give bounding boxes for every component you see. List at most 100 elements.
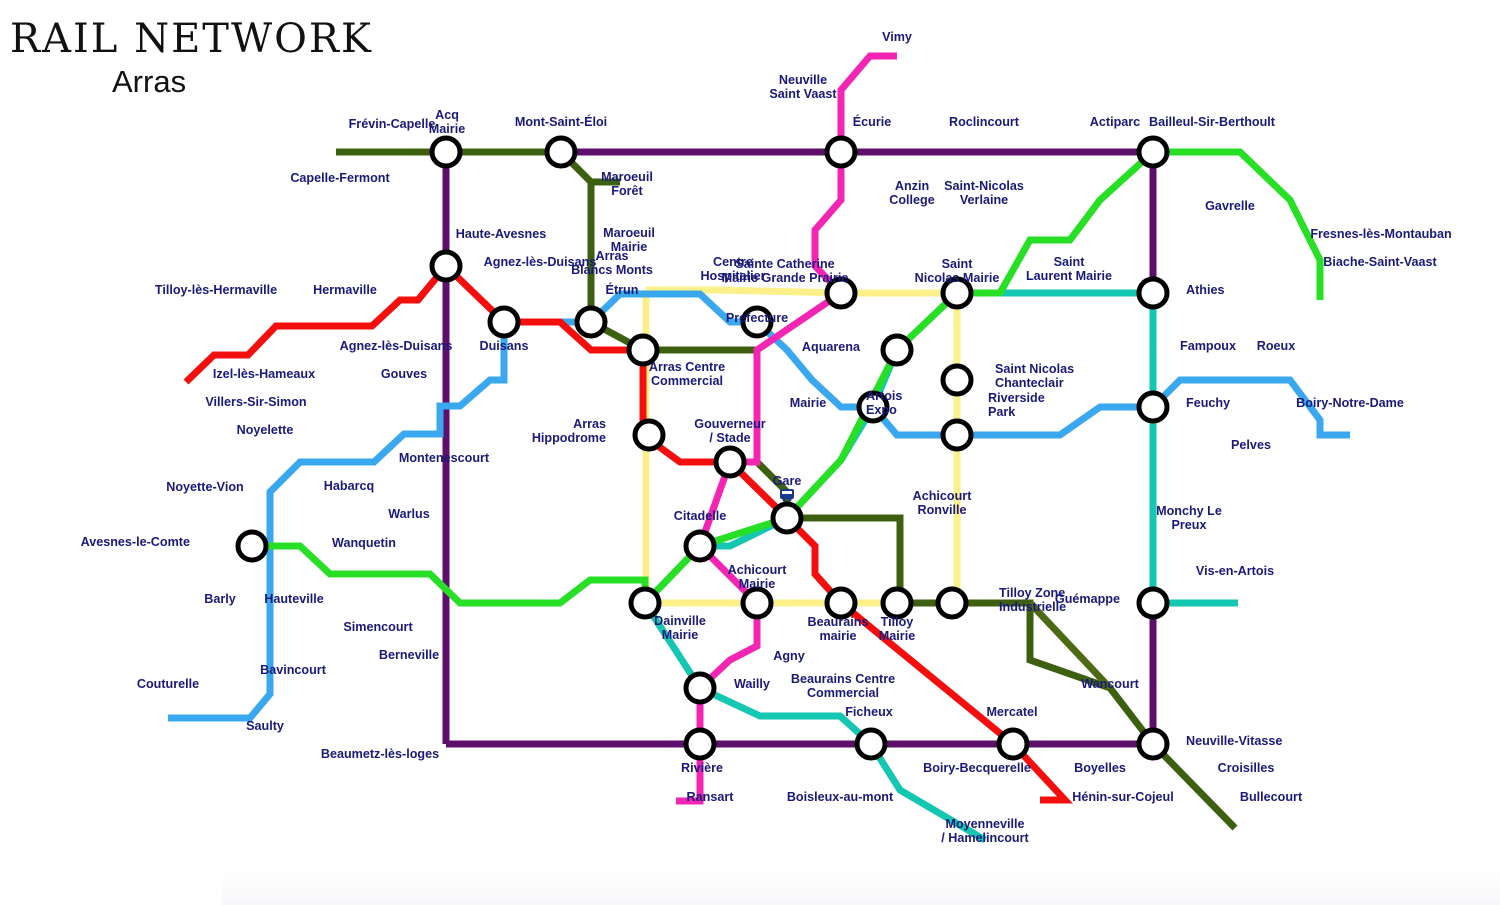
interchange-node[interactable]: Wailly (683, 671, 717, 705)
rail-line-darkgreen[interactable] (900, 599, 1156, 747)
station-label: Bavincourt (260, 663, 327, 677)
interchange-node[interactable]: Étrun Junction (574, 305, 608, 339)
station-label: Bullecourt (1240, 790, 1303, 804)
station-label: Simencourt (343, 620, 413, 634)
rail-line-darkgreen[interactable] (1150, 741, 1238, 831)
interchange-node[interactable]: Dainville Mairie (628, 586, 662, 620)
interchange-nodes-layer[interactable]: Acq Mairie Mont-Saint-Éloi Écurie Bailleul-… (235, 135, 1170, 761)
rail-line-red[interactable] (639, 350, 790, 521)
station-label: Tilloy-lès-Hermaville (155, 283, 277, 297)
rail-line-red[interactable] (784, 515, 1016, 747)
station-label: Wanquetin (332, 536, 396, 550)
interchange-node[interactable]: Boisleux-au-mont (854, 727, 888, 761)
station-label: Mairie (790, 396, 826, 410)
station-label: Fampoux (1180, 339, 1236, 353)
rail-line-skyblue[interactable] (504, 290, 757, 326)
station-label: Wailly (734, 677, 770, 691)
station-label: Villers-Sir-Simon (205, 395, 306, 409)
interchange-node[interactable]: Bailleul-Sir-Berthoult (1136, 135, 1170, 169)
station-label: Capelle-Fermont (290, 171, 390, 185)
station-label: Agnez-lès-Duisans (340, 339, 453, 353)
station-label: Saulty (246, 719, 284, 733)
rail-line-skyblue[interactable] (168, 546, 274, 722)
map-icons-layer (780, 489, 794, 502)
station-label: Écurie (853, 114, 892, 129)
station-label: Couturelle (137, 677, 199, 691)
station-label: Noyette-Vion (166, 480, 243, 494)
rail-line-brightgreen[interactable] (894, 149, 1156, 353)
rail-line-red[interactable] (443, 263, 643, 354)
interchange-node[interactable]: Arras Centre Commercial (626, 333, 660, 367)
station-label: Agny (773, 649, 804, 663)
station-label: Pelves (1231, 438, 1271, 452)
station-label: Vimy (882, 30, 912, 44)
interchange-node[interactable]: Acq Mairie (429, 135, 463, 169)
rail-line-red[interactable] (1010, 741, 1074, 804)
interchange-node[interactable]: Riverside Park (940, 418, 974, 452)
interchange-node[interactable]: Athies (1136, 276, 1170, 310)
station-label: Noyelette (237, 423, 294, 437)
station-label: Gare (773, 474, 802, 488)
rail-line-olive[interactable] (1027, 600, 1113, 691)
rail-line-red[interactable] (183, 263, 449, 385)
rail-line-brightgreen[interactable] (1153, 148, 1324, 300)
interchange-node[interactable]: Mont-Saint-Éloi (544, 135, 578, 169)
interchange-node[interactable]: Avesnes-le-Comte (235, 529, 269, 563)
rail-line-magenta[interactable] (837, 52, 897, 152)
rail-line-darkgreen[interactable] (558, 149, 595, 322)
interchange-node[interactable]: Duisans (487, 305, 521, 339)
rail-line-skyblue[interactable] (754, 319, 1153, 439)
station-label: Roeux (1257, 339, 1296, 353)
station-label: Beaumetz-lès-loges (321, 747, 439, 761)
station-label: Rivière (681, 761, 723, 775)
interchange-node[interactable]: Artois Expo (856, 390, 890, 424)
rail-line-magenta[interactable] (811, 152, 845, 296)
rail-line-brightgreen[interactable] (252, 542, 649, 607)
rail-line-skyblue[interactable] (1150, 376, 1350, 439)
interchange-node[interactable]: Beaurains mairie (824, 586, 858, 620)
station-label: Gouverneur/ Stade (694, 417, 765, 445)
interchange-node[interactable]: Gare (770, 501, 804, 535)
interchange-node[interactable]: Boiry-Becquerelle (996, 727, 1030, 761)
interchange-node[interactable]: Tilloy Mairie (880, 586, 914, 620)
interchange-node[interactable]: Guémappe (1136, 586, 1170, 620)
station-label: Izel-lès-Hameaux (213, 367, 315, 381)
station-label: Hermaville (313, 283, 377, 297)
station-label: Étrun (606, 282, 639, 297)
interchange-node[interactable]: Achicourt Mairie (740, 586, 774, 620)
station-label: Ransart (687, 790, 735, 804)
station-label: Barly (204, 592, 236, 606)
station-label: Neuville-Vitasse (1186, 734, 1282, 748)
rail-line-darkgreen[interactable] (589, 318, 757, 354)
interchange-node[interactable]: Arras Hippodrome (632, 418, 666, 452)
interchange-node[interactable]: Prefecture (740, 305, 774, 339)
interchange-node[interactable]: Feuchy (1136, 390, 1170, 424)
rail-line-darkgreen[interactable] (787, 514, 904, 603)
interchange-node[interactable]: Acq Junction (429, 249, 463, 283)
interchange-node[interactable]: Aquarena (880, 333, 914, 367)
interchange-node[interactable]: Tilloy Zone Industrielle (935, 586, 969, 620)
interchange-node[interactable]: Citadelle (683, 529, 717, 563)
rail-line-skyblue[interactable] (266, 322, 508, 546)
interchange-node[interactable]: Écurie (824, 135, 858, 169)
interchange-node[interactable]: Neuville-Vitasse (1136, 727, 1170, 761)
interchange-node[interactable]: Gouverneur / Stade (713, 445, 747, 479)
interchange-node[interactable]: Saint Nicolas Mairie (940, 276, 974, 310)
interchange-node[interactable]: Saint Nicolas Chanteclair (940, 363, 974, 397)
interchange-node[interactable]: Sainte Catherine Mairie Grande Prairie (824, 276, 858, 310)
interchange-node[interactable]: Rivière (683, 727, 717, 761)
station-label: Athies (1186, 283, 1225, 297)
rail-line-teal[interactable] (957, 289, 1157, 603)
